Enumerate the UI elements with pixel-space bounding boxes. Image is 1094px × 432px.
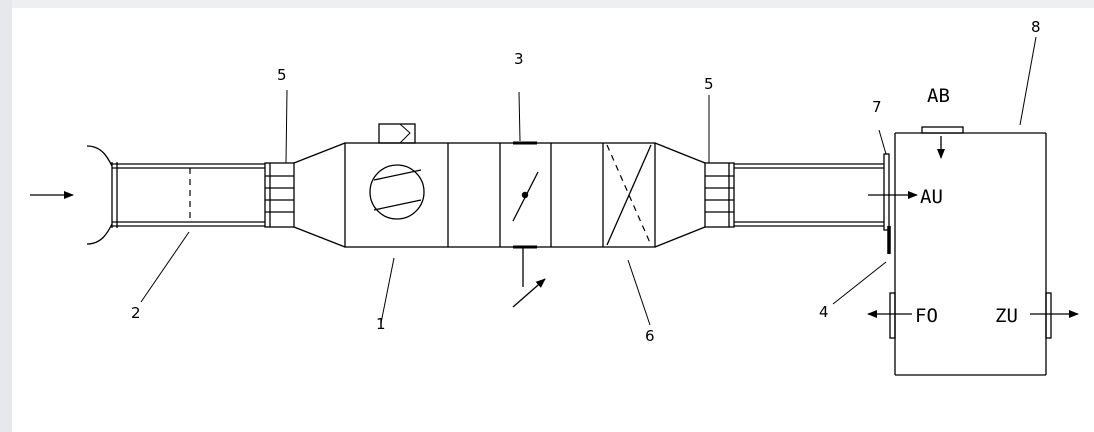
label-7: 7 <box>872 98 882 116</box>
frame-top-edge <box>0 0 1094 8</box>
label-6: 6 <box>645 327 655 345</box>
inlet-duct <box>112 163 265 227</box>
label-4: 4 <box>819 303 829 321</box>
label-2: 2 <box>131 304 141 322</box>
motor-box <box>378 123 416 144</box>
frame-left-edge <box>0 0 12 432</box>
transition-bottom-right <box>654 226 706 248</box>
label-8: 8 <box>1031 18 1041 36</box>
room-box <box>889 126 1052 376</box>
transition-top-left <box>293 142 346 164</box>
flex-connector-right <box>704 162 735 228</box>
wall-flange <box>883 153 891 254</box>
label-3: 3 <box>514 50 524 68</box>
flex-connector-left <box>264 162 295 228</box>
transition-bottom-left <box>293 226 346 248</box>
label-5-right: 5 <box>704 75 714 93</box>
label-5-left: 5 <box>277 66 287 84</box>
label-au: AU <box>920 186 943 208</box>
label-fo: FO <box>915 305 938 327</box>
transition-top-right <box>654 142 706 164</box>
label-ab: AB <box>927 85 950 107</box>
fan-symbol <box>369 164 425 220</box>
leader-lines <box>140 36 1037 326</box>
label-zu: ZU <box>995 305 1018 327</box>
label-1: 1 <box>376 315 386 333</box>
outlet-duct <box>734 163 884 227</box>
air-handling-unit <box>344 142 656 248</box>
filter-symbol <box>606 144 652 246</box>
damper-symbol <box>512 141 546 308</box>
inlet-bell-mouth <box>86 145 118 245</box>
